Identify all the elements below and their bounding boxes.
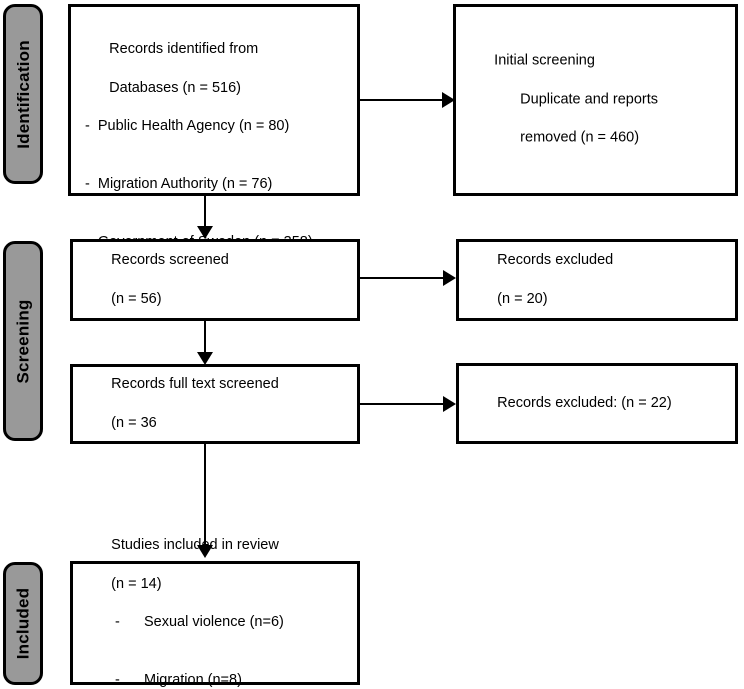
records-screened-line1: Records screened (111, 252, 229, 269)
records-identified-bullet-2: - Migration Authority (n = 76) (85, 176, 273, 193)
stage-tab-included: Included (3, 562, 43, 685)
box-records-excluded-1: Records excluded (n = 20) (456, 239, 738, 321)
arrowhead-identified-to-initial-screening (442, 92, 455, 108)
stage-label-included: Included (13, 587, 33, 660)
arrowhead-identified-to-screened (197, 226, 213, 239)
connector-identified-to-initial-screening (360, 99, 444, 101)
connector-full-text-to-excluded-2 (360, 403, 445, 405)
stage-tab-screening: Screening (3, 241, 43, 441)
records-identified-bullet-1: - Public Health Agency (n = 80) (85, 118, 290, 135)
studies-included-sub-1: - Sexual violence (n=6) (115, 614, 284, 631)
records-excluded-1-line2: (n = 20) (497, 290, 548, 307)
initial-screening-line1: Initial screening (494, 52, 595, 69)
box-records-excluded-1-text: Records excluded (n = 20) (473, 232, 727, 328)
connector-identified-to-screened (204, 196, 206, 228)
box-records-full-text-text: Records full text screened (n = 36 (87, 356, 349, 452)
box-records-identified: Records identified from Databases (n = 5… (68, 4, 360, 308)
records-screened-line2: (n = 56) (111, 290, 162, 307)
studies-included-sub-2: - Migration (n=8) (115, 672, 242, 689)
records-full-text-line1: Records full text screened (111, 376, 279, 393)
connector-screened-to-full-text (204, 321, 206, 354)
arrowhead-full-text-to-excluded-2 (443, 396, 456, 412)
arrowhead-full-text-to-included (197, 545, 213, 558)
box-records-excluded-2-text: Records excluded: (n = 22) (473, 375, 727, 433)
arrowhead-screened-to-excluded-1 (443, 270, 456, 286)
box-records-screened-text: Records screened (n = 56) (87, 232, 349, 328)
box-studies-included: Studies included in review (n = 14) - Se… (70, 537, 360, 688)
box-initial-screening-text: Initial screening Duplicate and reports … (470, 33, 727, 168)
stage-label-identification: Identification (13, 39, 33, 149)
box-records-screened: Records screened (n = 56) (70, 239, 360, 321)
box-records-excluded-2: Records excluded: (n = 22) (456, 363, 738, 444)
stage-tab-identification: Identification (3, 4, 43, 184)
box-studies-included-text: Studies included in review (n = 14) - Se… (87, 517, 349, 689)
connector-full-text-to-included (204, 444, 206, 547)
studies-included-line2: (n = 14) (111, 575, 162, 592)
records-excluded-1-line1: Records excluded (497, 252, 614, 269)
records-identified-line1: Records identified from (109, 41, 259, 58)
records-identified-line2: Databases (n = 516) (109, 79, 241, 96)
studies-included-line1: Studies included in review (111, 537, 279, 554)
connector-screened-to-excluded-1 (360, 277, 445, 279)
arrowhead-screened-to-full-text (197, 352, 213, 365)
stage-label-screening: Screening (13, 299, 33, 383)
initial-screening-line2: Duplicate and reports (520, 91, 658, 108)
records-excluded-2-line1: Records excluded: (n = 22) (497, 394, 672, 411)
records-full-text-line2: (n = 36 (111, 414, 157, 431)
initial-screening-line3: removed (n = 460) (520, 129, 640, 146)
box-initial-screening: Initial screening Duplicate and reports … (453, 4, 738, 196)
box-records-full-text: Records full text screened (n = 36 (70, 364, 360, 444)
